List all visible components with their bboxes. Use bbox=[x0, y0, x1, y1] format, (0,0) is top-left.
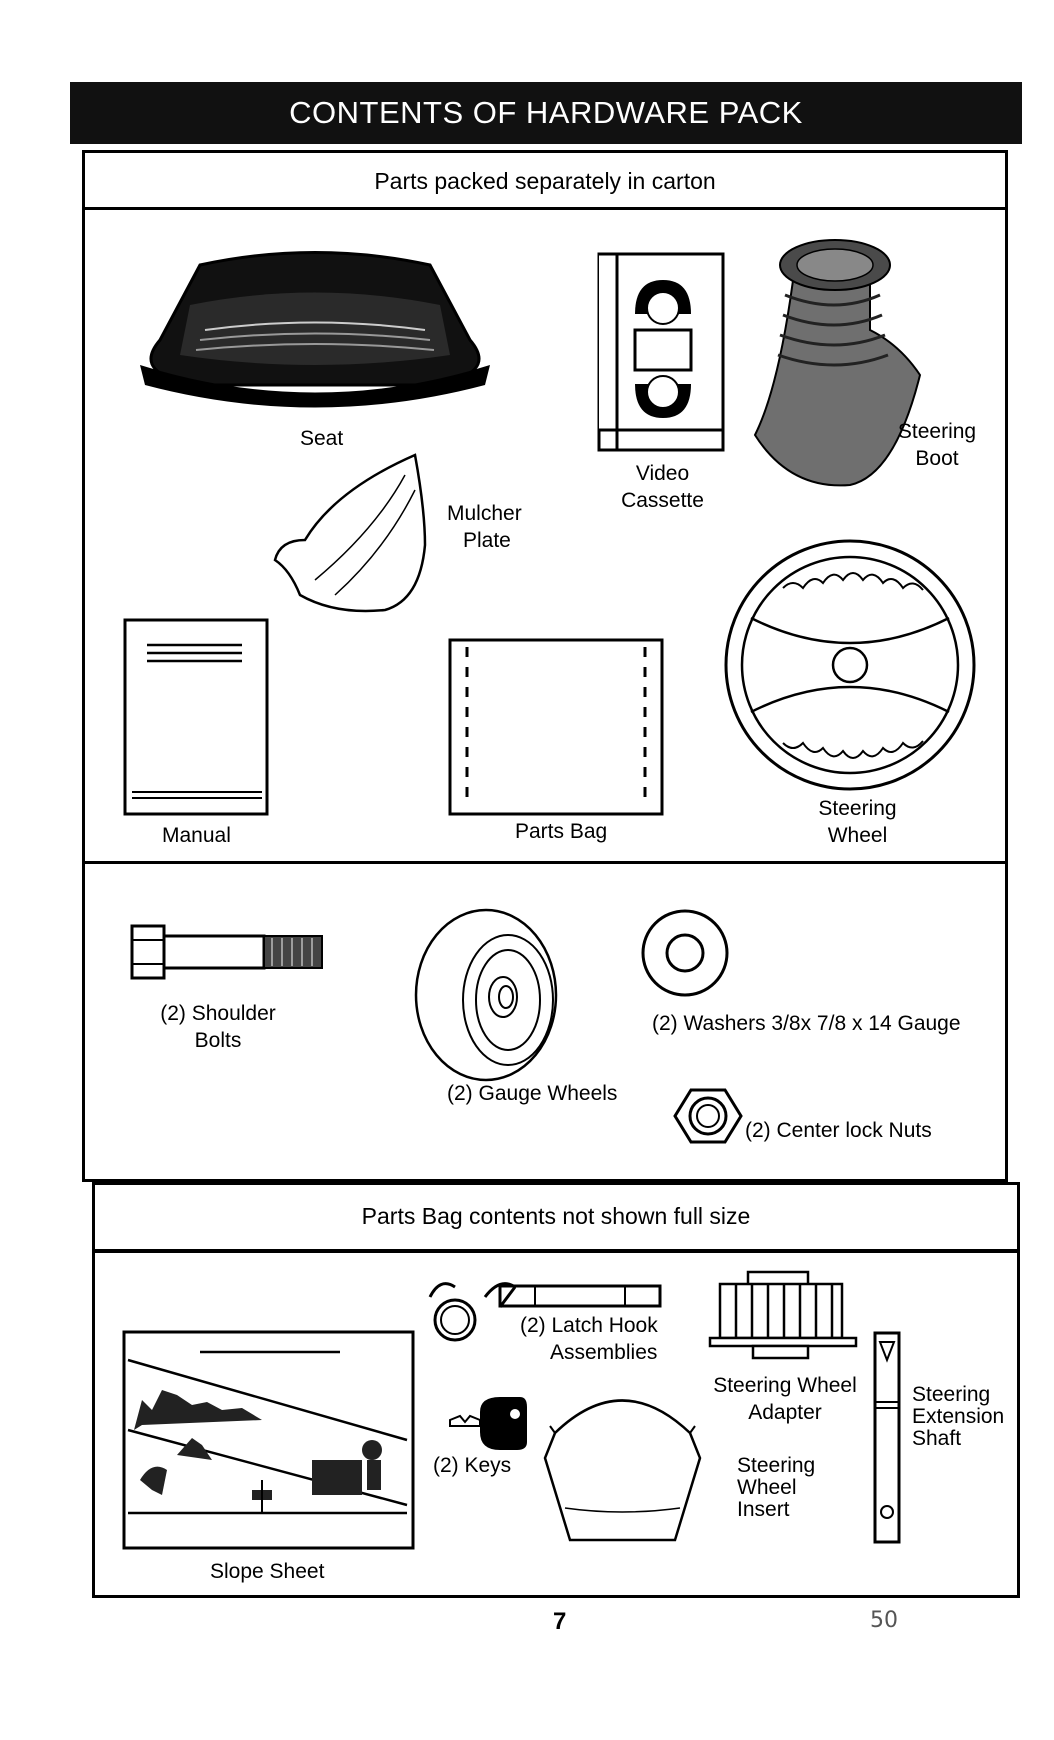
steering-wheel-illustration bbox=[724, 539, 976, 791]
shoulder-bolt-illustration bbox=[130, 924, 323, 980]
steering-extension-shaft-illustration bbox=[873, 1331, 901, 1544]
washer-illustration bbox=[641, 909, 729, 997]
carton-hardware-divider bbox=[82, 861, 1008, 864]
carton-section-header: Parts packed separately in carton bbox=[374, 168, 716, 194]
key-illustration bbox=[449, 1397, 527, 1450]
parts-bag-illustration bbox=[448, 638, 664, 816]
manual-label: Manual bbox=[162, 824, 231, 847]
page-stamp: 50 bbox=[870, 1608, 898, 1633]
gauge-wheel-illustration bbox=[414, 908, 558, 1082]
carton-section-box bbox=[82, 150, 1008, 1182]
video-cassette-illustration bbox=[597, 252, 725, 452]
shoulder-bolts-label: (2) Shoulder Bolts bbox=[160, 1002, 276, 1053]
steering-wheel-insert-illustration bbox=[543, 1399, 702, 1542]
carton-header-divider bbox=[82, 207, 1008, 210]
steering-wheel-adapter-illustration bbox=[708, 1270, 858, 1360]
steering-boot-illustration bbox=[753, 239, 922, 487]
latch-hook-label: (2) Latch Hook Assemblies bbox=[520, 1314, 658, 1365]
keys-label: (2) Keys bbox=[433, 1454, 512, 1477]
seat-label: Seat bbox=[300, 427, 344, 450]
steering-wheel-label: Steering Wheel bbox=[818, 797, 897, 848]
slope-sheet-illustration bbox=[122, 1330, 415, 1550]
seat-illustration bbox=[140, 251, 490, 408]
mulcher-plate-illustration bbox=[273, 453, 427, 613]
washers-label: (2) Washers 3/8x 7/8 x 14 Gauge bbox=[652, 1012, 961, 1035]
parts-bag-label: Parts Bag bbox=[515, 820, 608, 843]
mulcher-plate-label: Mulcher Plate bbox=[447, 502, 522, 553]
steering-boot-label: Steering Boot bbox=[897, 420, 977, 471]
page-number: 7 bbox=[553, 1608, 567, 1635]
slope-sheet-label: Slope Sheet bbox=[210, 1560, 325, 1583]
steering-wheel-adapter-label: Steering Wheel Adapter bbox=[713, 1374, 857, 1425]
bag-section-box bbox=[92, 1250, 1020, 1598]
center-lock-nuts-label: (2) Center lock Nuts bbox=[745, 1119, 932, 1142]
gauge-wheels-label: (2) Gauge Wheels bbox=[447, 1082, 618, 1105]
latch-hook-illustration bbox=[428, 1282, 662, 1342]
video-cassette-label: Video Cassette bbox=[621, 462, 704, 513]
steering-extension-shaft-label: Steering Extension Shaft bbox=[912, 1383, 1005, 1451]
center-lock-nut-illustration bbox=[673, 1088, 743, 1144]
page-title: CONTENTS OF HARDWARE PACK bbox=[70, 82, 1022, 144]
bag-section-header: Parts Bag contents not shown full size bbox=[361, 1203, 751, 1229]
manual-illustration bbox=[123, 618, 269, 816]
steering-wheel-insert-label: Steering Wheel Insert bbox=[737, 1454, 816, 1522]
